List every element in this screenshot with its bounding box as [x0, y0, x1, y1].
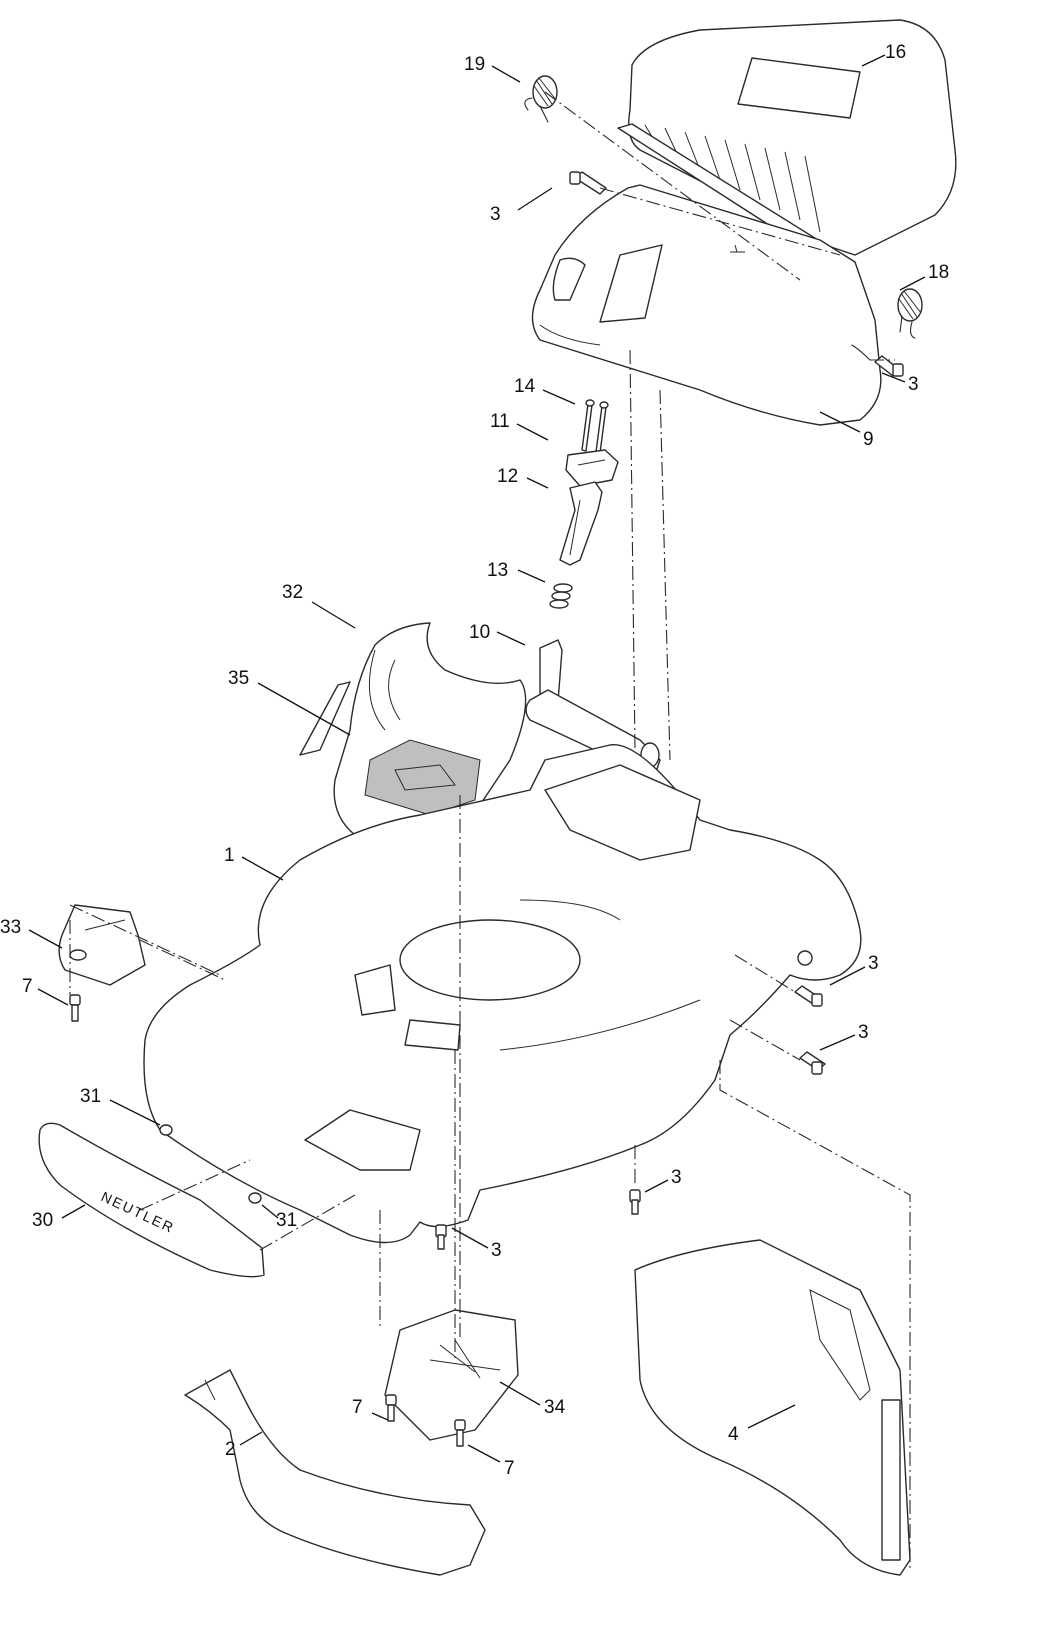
- callout-3: 3: [908, 374, 919, 395]
- callout-4: 4: [728, 1424, 739, 1445]
- callout-10: 10: [469, 622, 490, 643]
- callout-32: 32: [282, 582, 303, 603]
- callout-3: 3: [858, 1022, 869, 1043]
- part-31-fastener-b: [248, 1192, 262, 1204]
- part-4-discharge-shroud: [634, 1239, 911, 1576]
- callout-7: 7: [352, 1397, 363, 1418]
- part-30-rear-trim: NEUTLER: [38, 1122, 265, 1278]
- callout-7: 7: [22, 976, 33, 997]
- callout-14: 14: [514, 376, 536, 397]
- part-7-bolt-skid-b: [454, 1419, 466, 1447]
- part-14-screws: [581, 399, 609, 454]
- part-12-lever: [559, 481, 603, 566]
- leader-lines: [28, 54, 926, 1463]
- part-19-spring: [524, 75, 558, 123]
- part-7-bolt-skid-a: [385, 1394, 397, 1422]
- callout-11: 11: [490, 411, 510, 432]
- part-3-bolt-upper: [569, 171, 607, 195]
- callout-3: 3: [491, 1240, 502, 1261]
- callout-30: 30: [32, 1210, 53, 1231]
- part-2-front-bumper: [184, 1369, 486, 1576]
- fasteners: [69, 985, 826, 1447]
- part-33-bracket: [58, 904, 146, 986]
- part-3-bolt-deck-d: [435, 1224, 447, 1250]
- part-3-bolt-right: [851, 344, 904, 377]
- part-7-bolt-left: [69, 994, 81, 1022]
- part-11-knob: [565, 449, 619, 487]
- callout-1: 1: [224, 845, 235, 866]
- callout-labels: 16 19 3 18 3 14 11 9 12 13 10 32 35 1 33…: [0, 42, 949, 1479]
- callout-35: 35: [228, 668, 249, 689]
- callout-19: 19: [464, 54, 485, 75]
- callout-13: 13: [487, 560, 508, 581]
- callout-34: 34: [544, 1397, 566, 1418]
- callout-3: 3: [490, 204, 501, 225]
- part-1-mower-deck: [143, 744, 862, 1244]
- callout-33: 33: [0, 917, 21, 938]
- part-13-spring: [549, 583, 573, 609]
- callout-7: 7: [504, 1458, 515, 1479]
- callout-3: 3: [868, 953, 879, 974]
- part-3-bolt-deck-b: [799, 1051, 826, 1075]
- part-9-rear-guard: [531, 184, 882, 426]
- callout-31: 31: [276, 1210, 297, 1231]
- part-3-bolt-deck-a: [794, 985, 823, 1007]
- callout-2: 2: [225, 1439, 236, 1460]
- assembly-lines: [69, 91, 911, 1570]
- callout-12: 12: [497, 466, 518, 487]
- part-3-bolt-deck-c: [629, 1189, 641, 1215]
- callout-16: 16: [885, 42, 906, 63]
- callout-31: 31: [80, 1086, 101, 1107]
- part-18-spring: [897, 288, 923, 339]
- callout-9: 9: [863, 429, 874, 450]
- part-35-decal: [299, 681, 351, 756]
- callout-3: 3: [671, 1167, 682, 1188]
- part-31-fastener-a: [159, 1124, 173, 1136]
- part-32-front-cover: [333, 622, 527, 841]
- callout-18: 18: [928, 262, 949, 283]
- part-34-skid: [384, 1309, 519, 1441]
